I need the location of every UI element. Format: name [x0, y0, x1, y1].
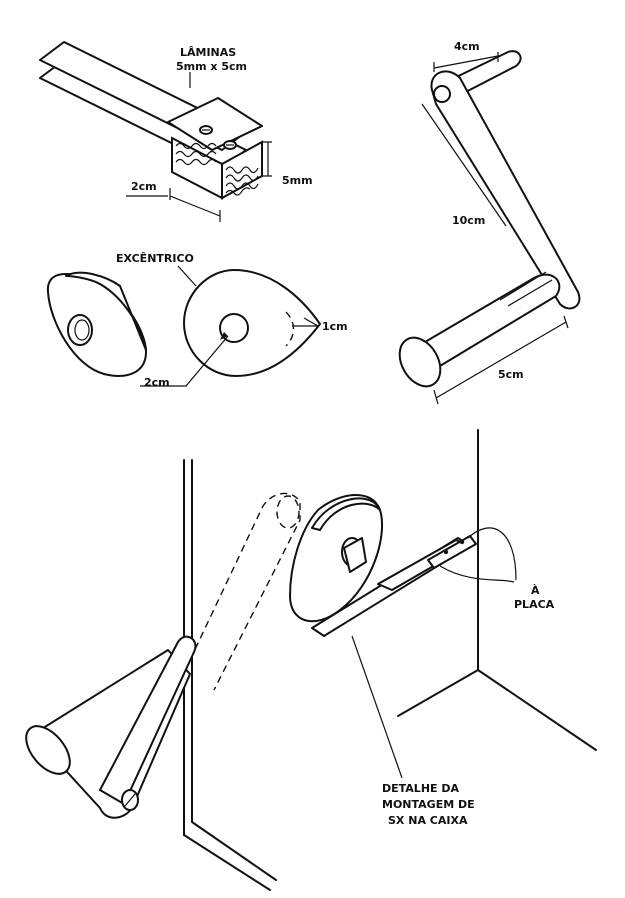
detail-line1: DETALHE DA	[382, 782, 459, 795]
laminas-figure	[39, 41, 272, 222]
box-assembly-figure	[25, 429, 597, 891]
crank-figure	[398, 50, 581, 405]
a-placa-line2: PLACA	[514, 598, 555, 611]
excentrico-label: EXCÊNTRICO	[116, 252, 194, 265]
screw-icon	[223, 140, 237, 150]
dim-5cm: 5cm	[498, 368, 524, 381]
dim-5mm: 5mm	[282, 174, 313, 187]
pivot-screw-icon	[121, 789, 139, 811]
dim-2cm-eccentric: 2cm	[144, 376, 170, 389]
dim-1cm: 1cm	[322, 320, 348, 333]
dim-10cm: 10cm	[452, 214, 485, 227]
laminas-title: LÂMINAS	[180, 46, 236, 59]
laminas-size: 5mm x 5cm	[176, 60, 247, 73]
detail-line3: SX NA CAIXA	[388, 814, 468, 827]
screw-icon	[199, 125, 213, 135]
excentrico-figure	[46, 265, 321, 387]
a-placa-line1: À	[531, 584, 540, 597]
dim-4cm: 4cm	[454, 40, 480, 53]
detail-line2: MONTAGEM DE	[382, 798, 475, 811]
dim-2cm-top: 2cm	[131, 180, 157, 193]
